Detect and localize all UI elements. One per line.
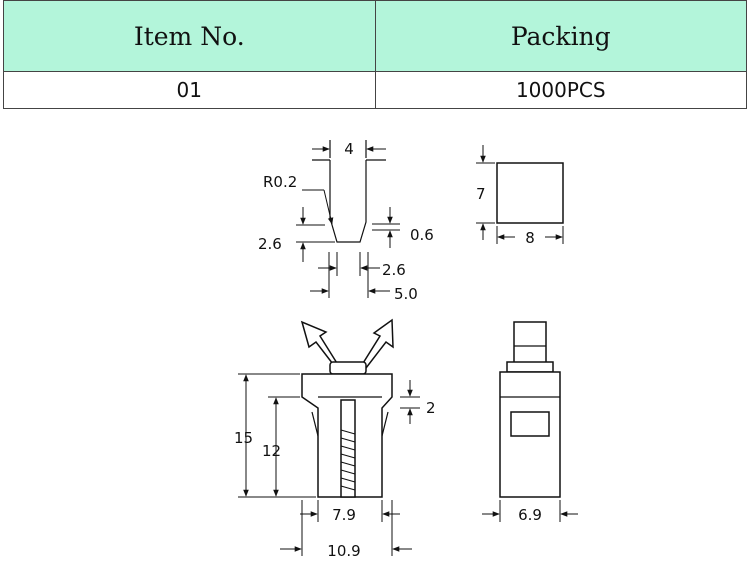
dim-total-width: 10.9	[327, 542, 360, 560]
cell-item-no: 01	[3, 71, 376, 109]
front-view: 15 12 2 7.9 10.9	[234, 318, 436, 560]
dim-top-width: 4	[344, 140, 354, 158]
spec-table: Item No. Packing 01 1000PCS	[3, 0, 747, 109]
dim-inner-width: 7.9	[332, 506, 356, 524]
dim-total-height: 15	[234, 429, 253, 447]
dim-body-height: 12	[262, 442, 281, 460]
dim-side-width: 6.9	[518, 506, 542, 524]
clip-section-view: 4 R0.2 2.6 0.6 2.6 5.0	[258, 140, 434, 303]
dim-square-width: 8	[525, 229, 535, 247]
header-packing: Packing	[374, 0, 747, 72]
dim-lip-thickness: 0.6	[410, 226, 434, 244]
table-row: 01 1000PCS	[3, 71, 747, 109]
dim-square-height: 7	[476, 185, 486, 203]
side-view: 6.9	[482, 321, 578, 524]
square-top-view: 7 8	[476, 145, 564, 247]
dim-radius: R0.2	[263, 173, 297, 191]
header-item-no: Item No.	[3, 0, 376, 72]
dim-step-height: 2	[426, 399, 436, 417]
dim-opening-width: 2.6	[382, 261, 406, 279]
dim-base-width: 5.0	[394, 285, 418, 303]
dim-lip-height: 2.6	[258, 235, 282, 253]
cell-packing: 1000PCS	[374, 71, 747, 109]
header-row: Item No. Packing	[3, 0, 747, 72]
